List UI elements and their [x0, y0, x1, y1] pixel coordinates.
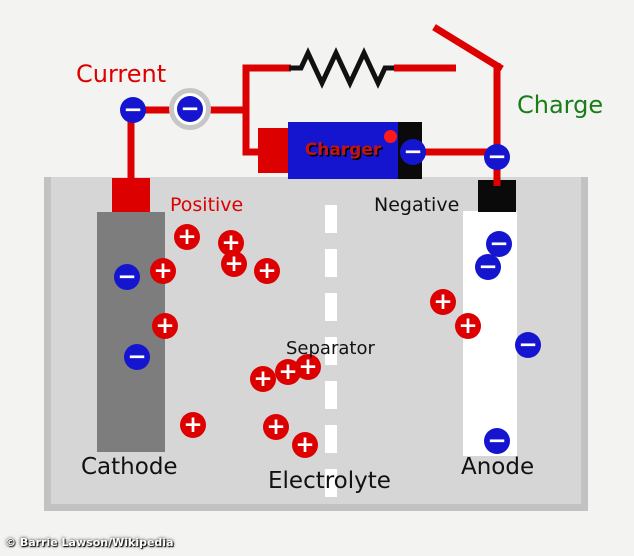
credit-text: © Barrie Lawson/Wikipedia [5, 536, 174, 549]
charger-indicator-dot [384, 130, 397, 143]
positive-ion-icon: + [430, 289, 456, 315]
charger-body [288, 122, 398, 179]
switch-blade-icon [432, 24, 504, 72]
cathode-label: Cathode [81, 454, 178, 480]
positive-ion-icon: + [455, 313, 481, 339]
electron-icon: − [515, 332, 541, 358]
wire-to-resistor [242, 64, 291, 112]
positive-ion-icon: + [150, 258, 176, 284]
separator-label: Separator [286, 338, 375, 359]
negative-terminal [478, 180, 516, 212]
electron-icon: − [484, 428, 510, 454]
electron-icon: − [124, 344, 150, 370]
positive-ion-icon: + [152, 313, 178, 339]
electron-icon: − [400, 139, 426, 165]
positive-label: Positive [170, 194, 244, 216]
resistor-icon [289, 47, 396, 89]
charger-unit: Charger [258, 122, 422, 179]
electron-icon: − [114, 264, 140, 290]
anode-label: Anode [461, 454, 535, 480]
positive-ion-icon: + [292, 432, 318, 458]
electron-icon: − [177, 96, 203, 122]
electrolyte-label: Electrolyte [268, 468, 391, 494]
charge-label: Charge [517, 91, 604, 119]
positive-ion-icon: + [174, 224, 200, 250]
charger-label: Charger [304, 140, 382, 160]
negative-label: Negative [374, 194, 460, 216]
separator-dashed-line [325, 205, 337, 511]
positive-ion-icon: + [263, 414, 289, 440]
positive-terminal [112, 178, 150, 212]
positive-ion-icon: + [250, 366, 276, 392]
electron-icon: − [120, 97, 146, 123]
positive-ion-icon: + [180, 412, 206, 438]
positive-ion-icon: + [275, 359, 301, 385]
electron-icon: − [475, 254, 501, 280]
electron-icon: − [486, 231, 512, 257]
electron-icon: − [484, 144, 510, 170]
positive-ion-icon: + [254, 258, 280, 284]
current-label: Current [76, 60, 167, 88]
positive-ion-icon: + [221, 251, 247, 277]
charger-red-cap [258, 128, 288, 173]
